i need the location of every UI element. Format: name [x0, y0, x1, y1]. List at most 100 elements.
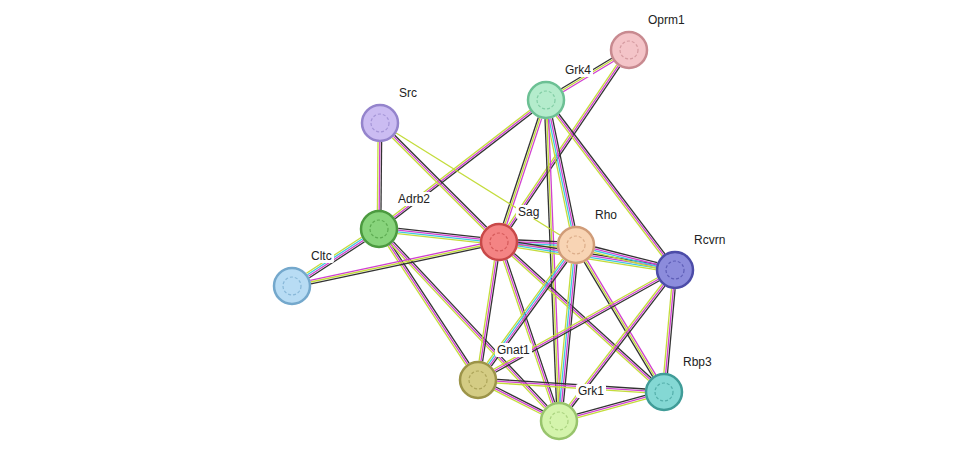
- edge-strand: [513, 255, 650, 379]
- edge-strand: [306, 237, 361, 273]
- interaction-edge: [577, 395, 646, 417]
- edge-strand: [586, 261, 654, 375]
- interaction-edge: [508, 65, 620, 228]
- protein-node: Sag: [479, 222, 519, 262]
- edge-strand: [562, 264, 575, 402]
- edge-strand: [311, 248, 481, 284]
- node-label: Oprm1: [646, 13, 687, 27]
- protein-node: Grk1: [539, 401, 579, 441]
- edge-strand: [379, 142, 381, 210]
- node-circle: [360, 103, 400, 143]
- interaction-edge: [396, 133, 560, 235]
- edge-strand: [392, 138, 484, 230]
- edge-strand: [666, 289, 674, 373]
- edge-strand: [393, 136, 485, 228]
- edge-strand: [587, 260, 656, 374]
- node-circle: [539, 401, 579, 441]
- interaction-edge: [392, 135, 487, 230]
- interaction-edge: [377, 142, 381, 210]
- node-label: Gnat1: [495, 343, 532, 357]
- edge-strand: [495, 389, 542, 413]
- edge-strand: [507, 119, 542, 225]
- node-label: Grk4: [563, 63, 593, 77]
- edge-strand: [377, 142, 379, 210]
- node-circle: [359, 209, 399, 249]
- protein-node: Rbp3: [644, 372, 684, 412]
- node-circle: [556, 225, 596, 265]
- protein-node: Adrb2: [359, 209, 399, 249]
- edge-strand: [380, 142, 382, 210]
- edge-strand: [594, 251, 656, 267]
- edge-strand: [595, 249, 657, 265]
- protein-node: Src: [360, 103, 400, 143]
- edge-strand: [398, 232, 480, 241]
- edge-strand: [491, 262, 567, 366]
- interaction-edge: [310, 244, 481, 284]
- interaction-edge: [512, 253, 651, 380]
- edge-strand: [488, 260, 564, 364]
- edge-strand: [578, 399, 646, 418]
- interaction-edge: [545, 119, 560, 402]
- edge-strand: [664, 289, 672, 373]
- node-circle: [526, 80, 566, 120]
- edge-strand: [668, 289, 676, 373]
- edge-strand: [577, 395, 645, 414]
- edge-strand: [494, 390, 541, 414]
- node-label: Rho: [593, 208, 619, 222]
- edge-strand: [514, 253, 651, 378]
- edge-strand: [481, 261, 496, 361]
- node-label: Rcvrn: [692, 233, 727, 247]
- interaction-edge: [494, 387, 543, 414]
- node-label: Cltc: [309, 249, 334, 263]
- edge-strand: [496, 281, 660, 373]
- protein-node: Gnat1: [458, 360, 498, 400]
- edge-strand: [511, 67, 620, 228]
- interaction-edge: [487, 259, 567, 366]
- edge-strand: [512, 256, 649, 381]
- edge-strand: [594, 252, 656, 268]
- edge-strand: [494, 278, 658, 370]
- edge-strand: [311, 246, 481, 282]
- edge-strand: [547, 119, 558, 402]
- protein-node: Oprm1: [609, 30, 649, 70]
- edge-strand: [518, 240, 557, 242]
- protein-node: Grk4: [526, 80, 566, 120]
- interaction-edge: [398, 228, 481, 242]
- edge-strand: [495, 279, 659, 370]
- node-label: Sag: [516, 205, 541, 219]
- interaction-edge: [388, 244, 469, 365]
- edge-strand: [479, 261, 494, 361]
- edge-strand: [497, 381, 645, 391]
- node-circle: [644, 372, 684, 412]
- node-label: Adrb2: [396, 192, 432, 206]
- interaction-edge: [594, 247, 657, 268]
- edge-strand: [577, 397, 645, 416]
- edge-strand: [391, 244, 469, 363]
- interaction-edge: [306, 237, 364, 278]
- node-circle: [272, 266, 312, 306]
- edge-strand: [398, 234, 480, 243]
- node-circle: [479, 222, 519, 262]
- edge-strand: [310, 244, 480, 280]
- edge-strand: [497, 383, 645, 393]
- edge-strand: [510, 66, 619, 227]
- node-circle: [655, 250, 695, 290]
- node-label: Src: [397, 86, 419, 100]
- interaction-edge: [497, 379, 645, 392]
- edge-strand: [487, 259, 563, 363]
- edge-strand: [393, 110, 530, 216]
- node-label: Rbp3: [681, 355, 714, 369]
- protein-node: Rho: [556, 225, 596, 265]
- edge-strand: [584, 262, 653, 376]
- protein-node: Cltc: [272, 266, 312, 306]
- edge-strand: [496, 387, 543, 411]
- edge-strand: [307, 239, 362, 275]
- edge-strand: [545, 119, 556, 402]
- interaction-edge: [664, 289, 675, 373]
- edge-strand: [508, 65, 617, 226]
- edge-strand: [490, 261, 566, 365]
- node-label: Grk1: [576, 384, 606, 398]
- node-circle: [609, 30, 649, 70]
- protein-node: Rcvrn: [655, 250, 695, 290]
